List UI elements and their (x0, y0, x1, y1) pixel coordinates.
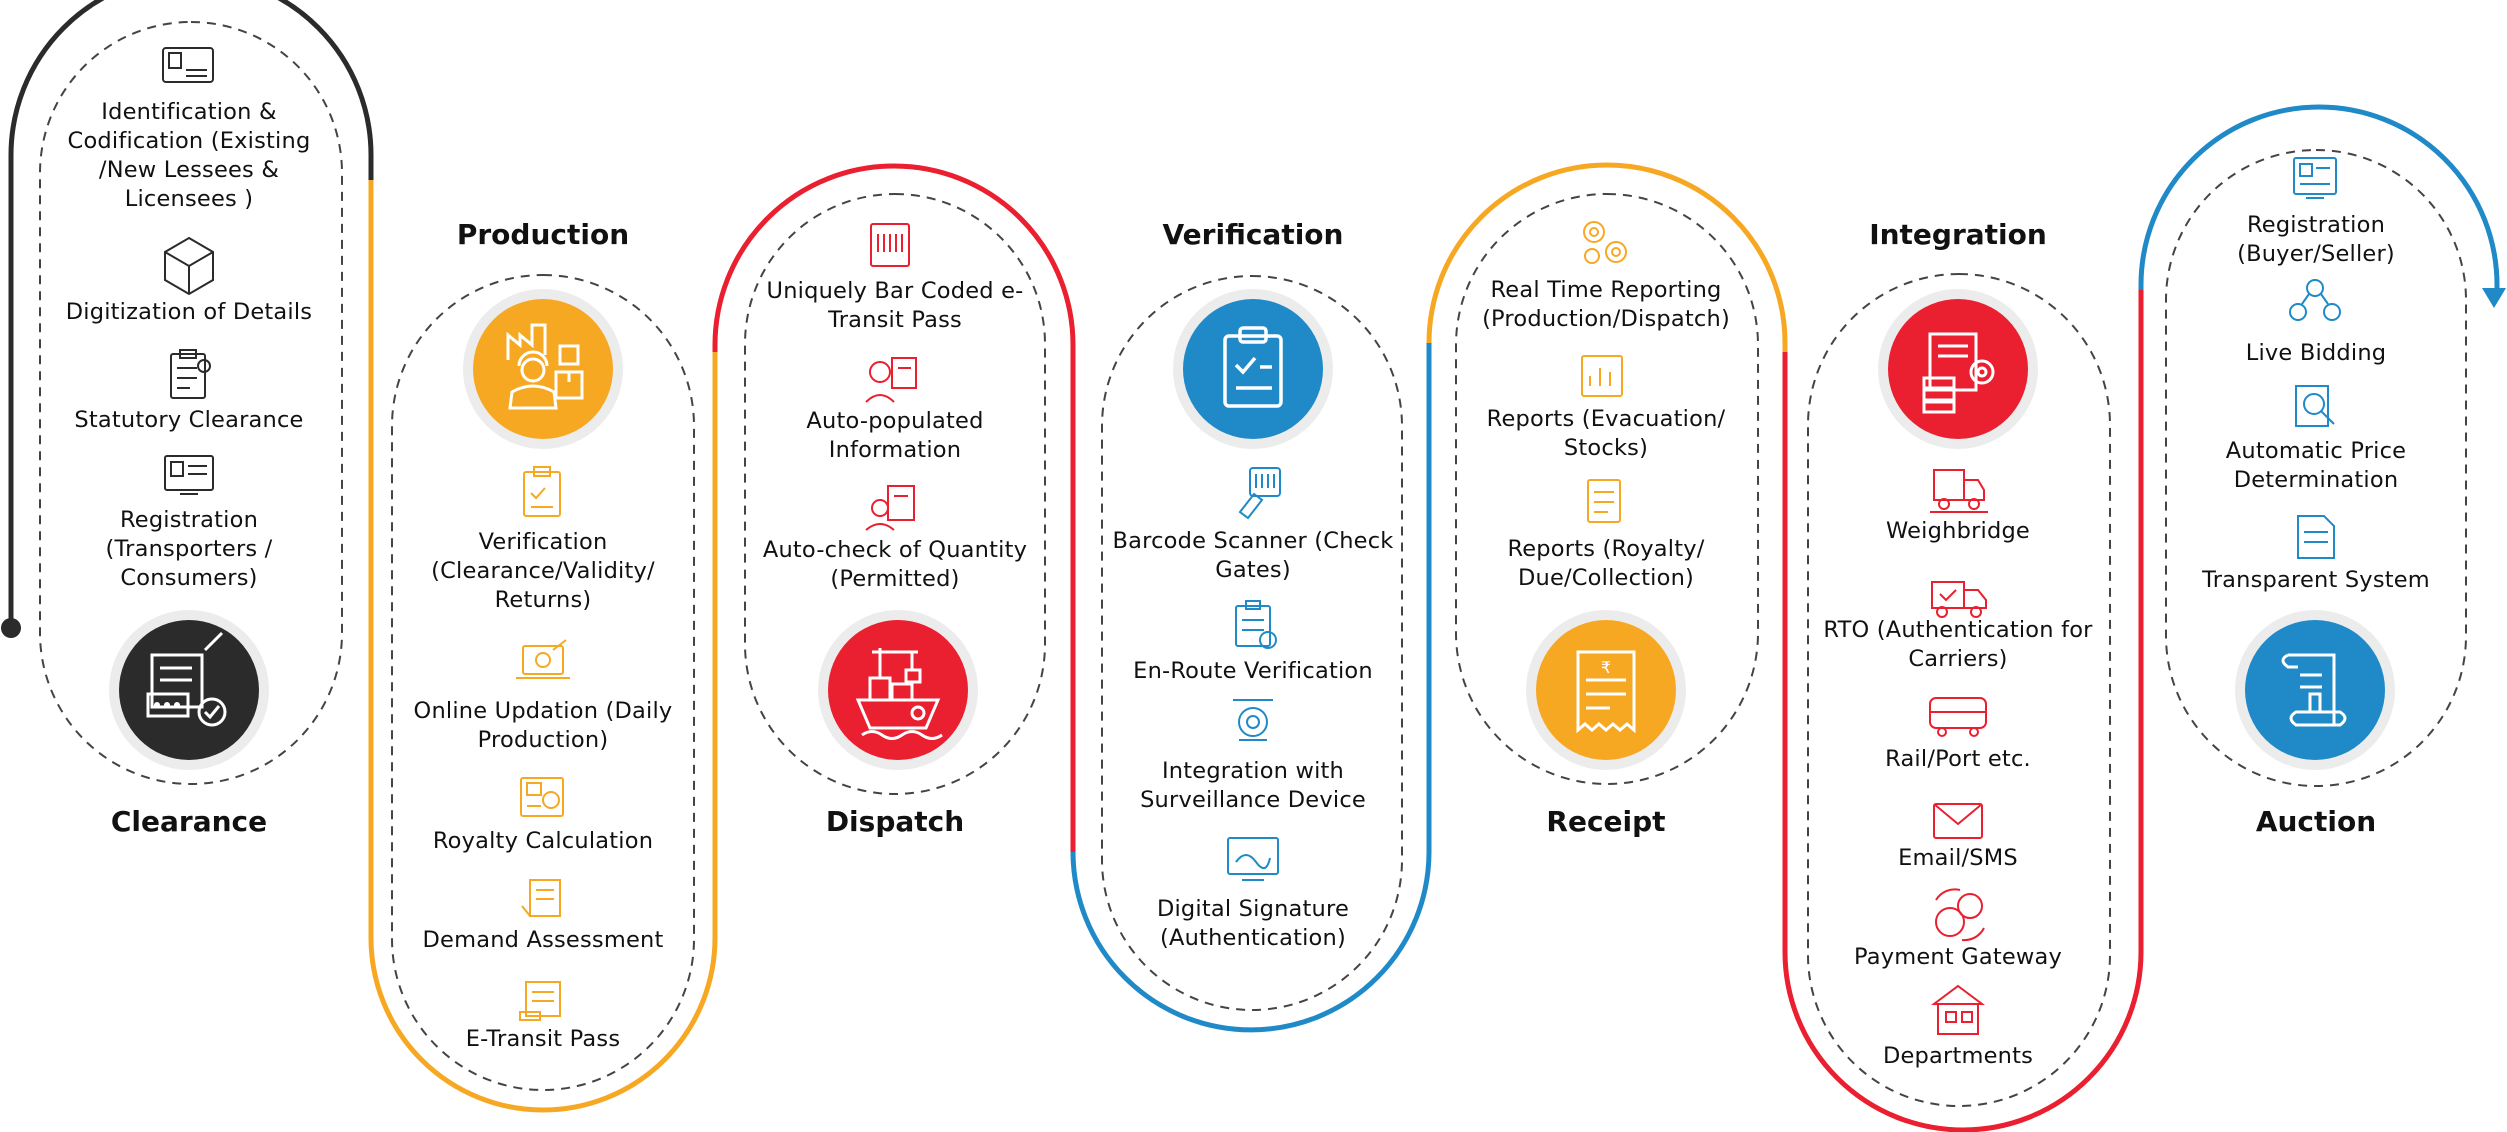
dispatch-item-auto-check: Auto-check of Quantity (Permitted) (762, 537, 1028, 592)
path-segment-auction (2138, 104, 2500, 295)
integration-item-payment: Payment Gateway (1853, 944, 2063, 970)
dispatch-capsule (744, 193, 1046, 795)
digital-signature-icon (1227, 837, 1279, 881)
path-segment-production (368, 180, 718, 1113)
payment-gateway-icon (1935, 888, 1985, 942)
auto-populate-icon (865, 357, 917, 403)
server-document-gear-icon (1878, 289, 2038, 449)
live-bidding-icon (2289, 279, 2341, 321)
clipboard-check-icon (1173, 289, 1333, 449)
verification-capsule (1101, 275, 1403, 1011)
integration-item-rail-port: Rail/Port etc. (1885, 746, 2031, 772)
auction-capsule (2165, 149, 2467, 787)
clearance-title: Clearance (110, 805, 268, 838)
start-dot (1, 618, 21, 638)
approval-checklist-icon (109, 610, 269, 770)
rail-port-train-icon (1929, 697, 1987, 737)
dispatch-item-auto-populated: Auto-populated Information (806, 408, 984, 463)
clearance-capsule (39, 21, 343, 785)
evacuation-report-icon (1581, 355, 1623, 397)
path-segment-integration (1782, 290, 2144, 1132)
auction-item-registration: Registration (Buyer/Seller) (2237, 212, 2395, 267)
production-capsule (391, 274, 695, 1091)
surveillance-camera-icon (1233, 699, 1273, 741)
production-item-etransit: E-Transit Pass (465, 1026, 621, 1052)
receipt-title: Receipt (1546, 805, 1666, 838)
production-item-demand: Demand Assessment (422, 927, 664, 953)
verification-title: Verification (1162, 218, 1344, 251)
royalty-report-icon (1587, 479, 1621, 523)
scroll-document-icon (2235, 610, 2395, 770)
auction-item-price: Automatic Price Determination (2225, 438, 2407, 493)
receipt-item-real-time: Real Time Reporting (Production/Dispatch… (1482, 277, 1730, 332)
clearance-item-registration: Registration (Transporters / Consumers) (105, 507, 273, 591)
factory-worker-icon (463, 289, 623, 449)
clearance-item-statutory: Statutory Clearance (74, 407, 304, 433)
end-arrow (2482, 288, 2506, 308)
verification-item-en-route: En-Route Verification (1133, 658, 1373, 684)
rupee-receipt-icon: ₹ (1526, 610, 1686, 770)
verification-item-digital-signature: Digital Signature (Authentication) (1156, 896, 1350, 951)
computer-registration-icon (164, 455, 214, 495)
path-segment-verification (1070, 343, 1432, 1033)
path-segment-dispatch (712, 163, 1076, 852)
production-item-online-updation: Online Updation (Daily Production) (413, 698, 673, 753)
svg-text:₹: ₹ (1601, 658, 1611, 677)
clearance-item-digitization: Digitization of Details (65, 299, 313, 325)
integration-item-departments: Departments (1882, 1043, 2034, 1069)
integration-item-rto: RTO (Authentication for Carriers) (1823, 617, 2093, 672)
path-segment-receipt (1426, 162, 1788, 352)
buyer-seller-registration-icon (2293, 157, 2337, 199)
integration-item-email-sms: Email/SMS (1898, 845, 2018, 871)
receipt-item-royalty: Reports (Royalty/ Due/Collection) (1507, 536, 1705, 591)
real-time-gears-icon (1583, 221, 1627, 264)
verification-item-barcode-scanner: Barcode Scanner (Check Gates) (1112, 528, 1394, 583)
receipt-capsule (1455, 193, 1759, 785)
price-search-icon (2295, 385, 2335, 427)
production-item-royalty: Royalty Calculation (432, 828, 654, 854)
barcode-pass-icon (870, 223, 910, 267)
integration-capsule (1807, 273, 2111, 1107)
production-title: Production (456, 218, 630, 251)
clipboard-list-icon (170, 349, 211, 399)
calculator-royalty-icon (520, 777, 564, 817)
barcode-scanner-icon (1238, 467, 1281, 520)
dispatch-title: Dispatch (825, 805, 965, 838)
integration-item-weighbridge: Weighbridge (1886, 518, 2030, 544)
en-route-verification-icon (1235, 600, 1277, 649)
transparent-document-icon (2297, 515, 2335, 559)
transit-pass-icon (519, 981, 561, 1021)
email-envelope-icon (1933, 803, 1983, 839)
departments-building-icon (1931, 984, 1985, 1035)
id-card-icon (162, 47, 214, 83)
path-segment-clearance (8, 0, 374, 628)
auction-item-live-bidding: Live Bidding (2245, 340, 2387, 366)
quantity-check-icon (865, 485, 915, 531)
clipboard-verify-icon (523, 466, 561, 517)
production-item-verification: Verification (Clearance/Validity/ Return… (431, 529, 655, 613)
verification-item-surveillance: Integration with Surveillance Device (1140, 758, 1366, 813)
data-cube-icon (164, 236, 214, 296)
dispatch-item-barcode: Uniquely Bar Coded e-Transit Pass (766, 278, 1024, 333)
laptop-update-icon (516, 639, 570, 679)
weighbridge-truck-icon (1930, 469, 1988, 513)
demand-assessment-icon (521, 879, 561, 917)
auction-title: Auction (2255, 805, 2377, 838)
receipt-item-evacuation: Reports (Evacuation/ Stocks) (1486, 406, 1726, 461)
cargo-ship-icon (818, 610, 978, 770)
clearance-item-identification: Identification & Codification (Existing … (67, 99, 311, 212)
rto-truck-icon (1931, 581, 1987, 618)
integration-title: Integration (1869, 218, 2047, 251)
auction-item-transparent: Transparent System (2202, 567, 2430, 593)
